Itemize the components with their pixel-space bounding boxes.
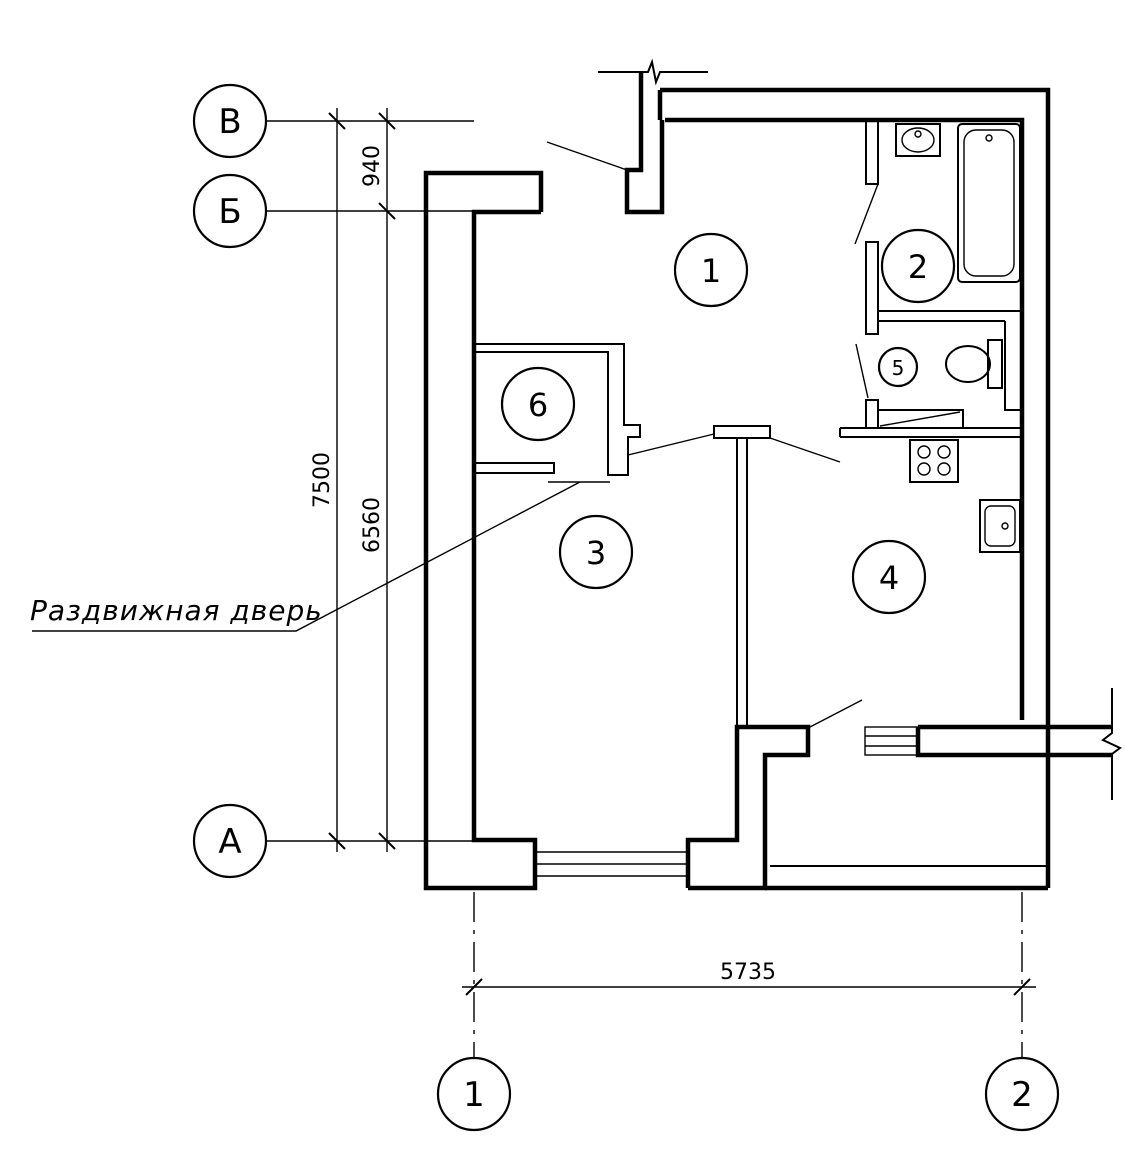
room-label-5: 5 xyxy=(892,356,905,380)
sliding-door-note: Раздвижная дверь xyxy=(30,481,581,632)
room-label-3: 3 xyxy=(586,534,606,572)
dim-940: 940 xyxy=(360,145,385,187)
dim-5735: 5735 xyxy=(720,960,776,985)
dimension-lines: 7500 6560 940 5735 xyxy=(310,108,1036,996)
room-bubble xyxy=(500,366,576,442)
room-bubble xyxy=(673,232,749,308)
room-bubble xyxy=(851,539,927,615)
washing-machine xyxy=(877,409,964,429)
window-bottom xyxy=(535,851,688,877)
room-label-2: 2 xyxy=(908,248,928,286)
stove xyxy=(909,439,959,483)
axis-grid: В Б А 1 2 xyxy=(192,83,1060,1132)
room-label-1: 1 xyxy=(701,252,721,290)
dim-7500: 7500 xyxy=(310,452,335,508)
bathtub xyxy=(957,123,1021,283)
door-east xyxy=(809,699,919,756)
room-bubble xyxy=(880,228,956,304)
room-labels: 1 2 3 4 5 6 xyxy=(500,228,956,615)
exterior-walls xyxy=(423,72,1112,891)
sink-bathroom xyxy=(895,123,941,157)
note-label: Раздвижная дверь xyxy=(30,594,323,627)
room-bubble xyxy=(877,346,919,388)
room-bubble xyxy=(558,514,634,590)
toilet xyxy=(945,339,1003,389)
axis-label-b: Б xyxy=(218,192,241,232)
axis-label-v: В xyxy=(218,102,241,142)
axis-label-a: А xyxy=(218,822,241,862)
axis-label-2: 2 xyxy=(1011,1075,1033,1115)
room-label-4: 4 xyxy=(879,559,899,597)
kitchen-sink xyxy=(979,499,1021,553)
axis-label-1: 1 xyxy=(463,1075,485,1115)
break-marks xyxy=(598,58,1122,800)
room-label-6: 6 xyxy=(528,386,548,424)
dim-6560: 6560 xyxy=(360,497,385,553)
